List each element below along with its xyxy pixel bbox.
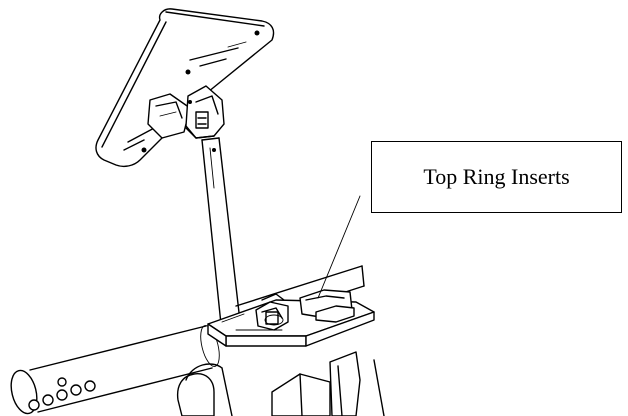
lower-frame bbox=[271, 351, 385, 416]
support-post bbox=[201, 137, 242, 335]
callout-leader-line bbox=[317, 195, 361, 299]
console-mount bbox=[185, 85, 225, 139]
callout-label: Top Ring Inserts bbox=[423, 164, 570, 189]
top-ring-insert-assembly bbox=[207, 289, 375, 347]
adjustment-tube bbox=[10, 325, 220, 415]
pivot-bracket bbox=[176, 363, 233, 416]
callout-box: Top Ring Inserts bbox=[371, 141, 622, 213]
display-console bbox=[95, 8, 275, 168]
